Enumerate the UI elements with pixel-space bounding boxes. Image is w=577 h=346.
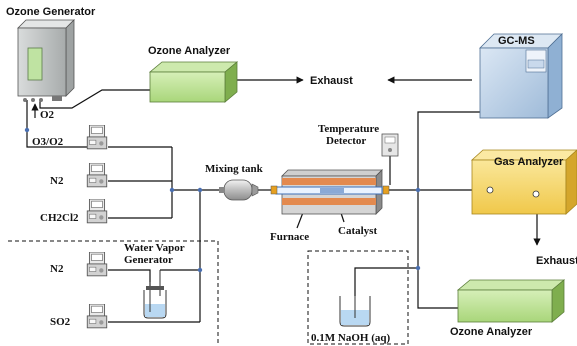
label-n2-upper: N2 xyxy=(50,175,64,187)
label-n2-lower: N2 xyxy=(50,263,64,275)
label-ozone-generator: Ozone Generator xyxy=(6,6,96,18)
mass-flow-controller-n2-lower xyxy=(86,252,108,277)
mass-flow-controller-o3-o2 xyxy=(86,125,108,150)
label-mixing-tank: Mixing tank xyxy=(205,163,264,175)
label-gc-ms: GC-MS xyxy=(498,35,535,47)
temperature-detector xyxy=(381,133,399,157)
label-ozone-analyzer-top: Ozone Analyzer xyxy=(148,45,231,57)
label-naoh: 0.1M NaOH (aq) xyxy=(311,332,390,344)
junction-dots xyxy=(24,127,421,273)
label-catalyst: Catalyst xyxy=(338,225,377,237)
mass-flow-controller-n2-upper xyxy=(86,163,108,188)
ozone-analyzer-top xyxy=(148,61,239,103)
ozone-analyzer-bottom xyxy=(456,279,566,323)
labels: Ozone Generator O2 Ozone Analyzer Exhaus… xyxy=(6,6,577,344)
mass-flow-controller-ch2cl2 xyxy=(86,199,108,224)
label-gas-analyzer: Gas Analyzer xyxy=(494,156,564,168)
dashed-boundaries xyxy=(8,240,409,346)
label-temperature-detector-line2: Detector xyxy=(326,135,366,147)
gc-ms xyxy=(479,33,563,119)
label-exhaust-top: Exhaust xyxy=(310,75,353,87)
label-water-vapor-generator-line2: Generator xyxy=(124,254,173,266)
water-vapor-generator xyxy=(143,270,167,319)
gas-analyzer xyxy=(470,149,577,215)
furnace xyxy=(270,169,390,215)
label-furnace: Furnace xyxy=(270,231,309,243)
label-o2-inlet: O2 xyxy=(40,109,55,121)
label-exhaust-right: Exhaust xyxy=(536,255,577,267)
mixing-tank xyxy=(219,179,259,201)
label-water-vapor-generator-line1: Water Vapor xyxy=(124,242,185,254)
ozone-generator xyxy=(17,19,75,102)
label-o3-o2: O3/O2 xyxy=(32,136,64,148)
label-so2: SO2 xyxy=(50,316,71,328)
naoh-beaker xyxy=(339,296,371,327)
label-ozone-analyzer-bottom: Ozone Analyzer xyxy=(450,326,533,338)
mass-flow-controller-so2 xyxy=(86,304,108,329)
label-ch2cl2: CH2Cl2 xyxy=(40,212,79,224)
label-temperature-detector-line1: Temperature xyxy=(318,123,379,135)
